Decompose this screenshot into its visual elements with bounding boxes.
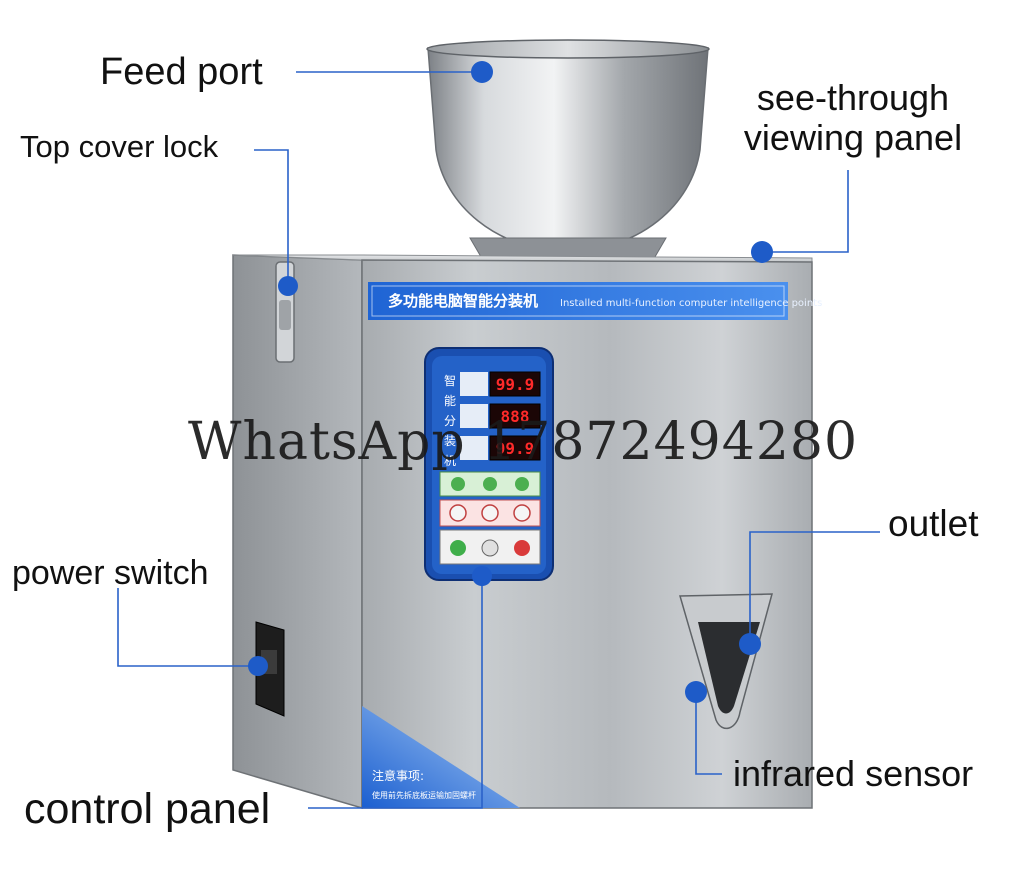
watermark-text: WhatsApp 17872494280: [188, 412, 859, 472]
display-2: [489, 403, 541, 429]
label-see-through-viewing-panel: see-through viewing panel: [728, 78, 978, 157]
stop-button-icon: [514, 540, 530, 556]
panel-side-char-4: 装: [444, 434, 456, 448]
callout-line-outlet: [749, 531, 880, 644]
callout-dot-see-through: [751, 241, 773, 263]
callout-dot-outlet: [739, 633, 761, 655]
label-see-through-line1: see-through: [756, 77, 950, 118]
callout-line-see-through: [762, 170, 849, 253]
green-button-icon: [451, 477, 465, 491]
notice-title: 注意事项:: [372, 768, 424, 783]
label-see-through-line2: viewing panel: [743, 116, 963, 158]
display-3-value: 99.9: [496, 439, 535, 458]
green-button-icon-3: [515, 477, 529, 491]
label-outlet: outlet: [888, 503, 979, 544]
panel-side-char-1: 智: [444, 373, 456, 388]
banner-title-en: Installed multi-function computer intell…: [560, 298, 822, 309]
callout-line-control-panel: [308, 576, 483, 809]
start-button-icon: [450, 540, 466, 556]
banner-title-cn: 多功能电脑智能分装机: [388, 292, 538, 310]
label-feed-port: Feed port: [100, 51, 263, 93]
panel-side-char-2: 能: [444, 394, 456, 408]
display-3: [489, 435, 541, 461]
callout-line-power-switch: [117, 588, 258, 667]
callout-dots: [248, 61, 773, 703]
corner-decal: 注意事项: 使用前先拆底板运输加固螺杆: [362, 706, 520, 808]
callout-dot-infrared-sensor: [685, 681, 707, 703]
callouts: [117, 71, 880, 809]
display-1: [489, 371, 541, 397]
label-infrared-sensor: infrared sensor: [733, 753, 974, 794]
display-1-tag: [460, 372, 488, 396]
power-switch: [255, 621, 285, 717]
panel-side-char-5: 机: [444, 454, 456, 468]
label-power-switch: power switch: [12, 554, 209, 592]
label-top-cover-lock: Top cover lock: [20, 129, 219, 164]
callout-line-top-cover-lock: [254, 149, 289, 286]
display-3-tag: [460, 436, 488, 460]
control-panel: 智 能 分 装 机 99.9 888 99.9: [424, 347, 554, 581]
dial-icon-3: [513, 504, 531, 522]
callout-dot-control-panel: [472, 566, 492, 586]
panel-side-char-3: 分: [444, 414, 456, 428]
display-2-tag: [460, 404, 488, 428]
label-control-panel: control panel: [24, 785, 271, 833]
notice-text: 使用前先拆底板运输加固螺杆: [372, 790, 476, 800]
callout-line-infrared-sensor: [695, 692, 722, 775]
display-2-value: 888: [501, 407, 530, 426]
callout-dot-power-switch: [248, 656, 268, 676]
green-button-icon-2: [483, 477, 497, 491]
dial-icon-1: [449, 504, 467, 522]
mode-button-icon: [481, 539, 499, 557]
dial-icon-2: [481, 504, 499, 522]
hopper: [426, 39, 710, 263]
display-1-value: 99.9: [496, 375, 535, 394]
callout-dot-feed-port: [471, 61, 493, 83]
callout-dot-top-cover-lock: [278, 276, 298, 296]
